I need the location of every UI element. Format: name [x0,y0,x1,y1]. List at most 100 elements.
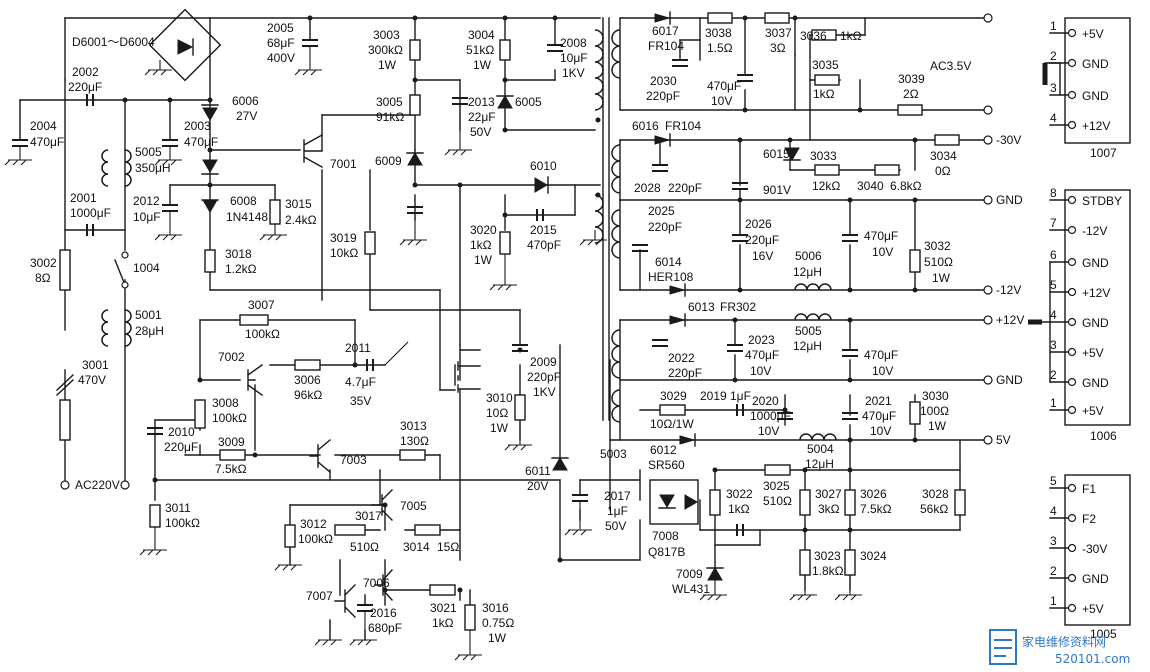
r3027-value: 3kΩ [818,502,840,516]
conn-1006-pin-3-label: +5V [1082,346,1104,360]
conn-1005-pin-2-label: GND [1082,572,1109,586]
resistors [59,12,966,631]
capacitors [12,39,858,612]
d6006-value: 27V [236,109,257,123]
r3020-ref: 3020 [470,223,497,237]
conn-1006-pin-5-num: 5 [1050,278,1057,292]
r3032-value: 510Ω [924,255,953,269]
conn-1007-pin-3-num: 3 [1050,81,1057,95]
c2004-value: 470μF [30,135,64,149]
bridge-label: D6001～D6004 [72,35,155,49]
conn-1005-pin-5-label: F1 [1082,482,1096,496]
d6017-ref: 6017 [652,24,679,38]
conn-1006-pin-6-num: 6 [1050,248,1057,262]
c2003-ref: 2003 [184,119,211,133]
l5004-ref: 5004 [807,442,834,456]
l5001-ref: 5001 [135,308,162,322]
r3032-ref: 3032 [924,239,951,253]
r3011-ref: 3011 [165,501,191,515]
c2005-voltage: 400V [267,51,295,65]
r3019-ref: 3019 [330,231,357,245]
conn-1005-pin-3-label: -30V [1082,542,1107,556]
ic7009-ref: 7009 [676,567,703,581]
conn-1005-pin-4-num: 4 [1050,504,1057,518]
r3024-ref: 3024 [860,549,887,563]
r3033-value: 12kΩ [812,179,840,193]
c2010-value: 220μF [164,440,198,454]
c2005-value: 68μF [267,36,295,50]
connector-labels: 1 +5V 2 GND 3 GND 4 +12V 1007 8 STDBY 7 … [1050,19,1122,641]
d6009-ref: 6009 [375,154,402,168]
c2008-value: 10μF [560,51,588,65]
conn-1005-pin-1-label: +5V [1082,602,1104,616]
c2009-voltage: 1KV [533,385,556,399]
r3009-value: 7.5kΩ [215,462,247,476]
d6016-ref: 6016 [632,119,659,133]
c2010-ref: 2010 [168,425,195,439]
d6013-ref: 6013 [688,300,715,314]
conn-1005-id: 1005 [1090,627,1117,641]
r3006-value: 96kΩ [294,388,322,402]
r3004-value: 51kΩ [466,43,494,57]
l5005a-ref: 5005 [135,145,162,159]
c470-p12-value: 470μF [864,348,898,362]
c470-m12-voltage: 10V [872,245,893,259]
c2005-ref: 2005 [267,21,294,35]
conn-1006-pin-3-num: 3 [1050,338,1057,352]
r3018-value: 1.2kΩ [225,262,257,276]
r3007-ref: 3007 [248,298,275,312]
ic7009-value: WL431 [672,582,710,596]
c2021-voltage: 10V [870,424,891,438]
component-labels: D6001～D6004 2002 220μF 2004 470μF 2003 4… [30,21,1024,645]
c2002-value: 220μF [68,80,102,94]
r3002-ref: 3002 [30,256,57,270]
r3002-value: 8Ω [35,271,51,285]
r3016-power: 1W [488,631,507,645]
c2009-ref: 2009 [530,355,557,369]
c2020-value: 1000μF [750,409,791,423]
r3014-ref: 3014 [403,540,430,554]
conn-1007-pin-4-label: +12V [1082,119,1110,133]
conn-1006-pin-6-label: GND [1082,256,1109,270]
r3001-ref: 3001 [82,358,109,372]
c2011-value: 4.7μF [345,375,376,389]
c2012-ref: 2012 [133,194,160,208]
r3015-ref: 3015 [285,197,312,211]
d6008-value: 1N4148 [226,210,268,224]
ac-input-label: AC220V [75,478,120,492]
l5004-value: 12μH [805,457,834,471]
r3013-value: 130Ω [400,434,429,448]
r3008-ref: 3008 [212,396,239,410]
r3003-ref: 3003 [373,28,400,42]
c2021-ref: 2021 [865,394,892,408]
r3007-value: 100kΩ [245,327,280,341]
q7001-ref: 7001 [330,157,357,171]
diodes-and-semiconductors [56,8,801,618]
c2015-value: 470pF [527,238,561,252]
r3035-ref: 3035 [812,58,839,72]
c2028-value: 220pF [668,181,702,195]
d6016-value: FR104 [665,119,701,133]
conn-1007-pin-1-label: +5V [1082,27,1104,41]
r3016-value: 0.75Ω [482,616,514,630]
c2020-voltage: 10V [758,424,779,438]
d6017-value: FR104 [648,39,684,53]
c2019-value: 1μF [730,389,751,403]
r3012-ref: 3012 [300,517,327,531]
d6012-ref: 6012 [650,443,677,457]
r3001-value: 470V [78,373,106,387]
q7003-ref: 7003 [340,453,367,467]
r3036-value: 1kΩ [840,29,862,43]
conn-1006-pin-2-num: 2 [1050,368,1057,382]
c2030-value: 220pF [646,89,680,103]
conn-1007-pin-2-num: 2 [1050,49,1057,63]
r3028-ref: 3028 [922,487,949,501]
r3026-ref: 3026 [860,487,887,501]
conn-1006-pin-2-label: GND [1082,376,1109,390]
r3021-ref: 3021 [430,601,457,615]
d6015-value: 901V [763,183,791,197]
r3025-ref: 3025 [763,479,790,493]
c2020-ref: 2020 [752,394,779,408]
c470-m12-value: 470μF [864,229,898,243]
c2001-value: 1000μF [70,206,111,220]
